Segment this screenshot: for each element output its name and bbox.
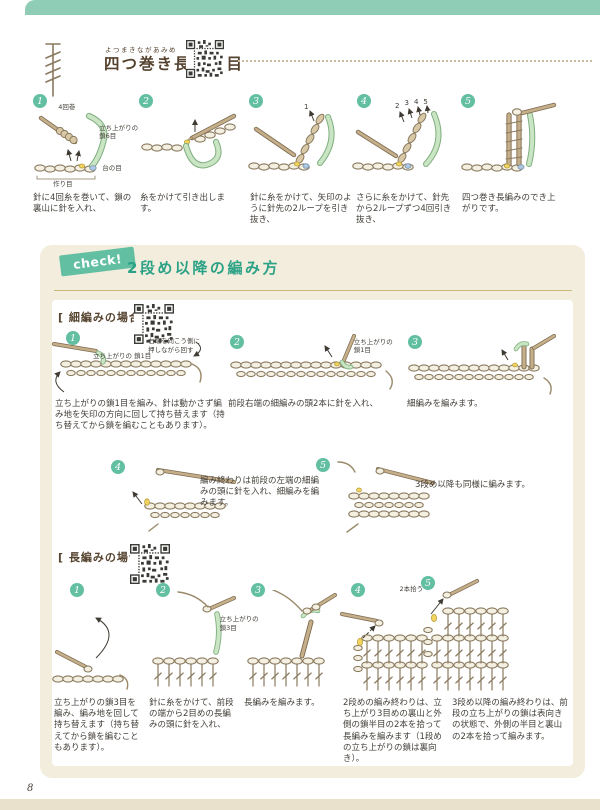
step-badge: 2 [156,583,170,597]
step-figure: 右端を向こう側に押しながら回す 立ち上がりの 鎖1目 [50,336,222,396]
step-caption: 細編みを編みます。 [407,399,483,409]
step-figure [140,110,240,188]
crochet-step-illustration [337,461,435,533]
figure-label: 右端を向こう側に押しながら回す [148,337,201,354]
step-badge: 1 [33,94,47,108]
step-figure [243,589,339,696]
step-figure [50,594,138,694]
step-badge: 5 [316,458,330,472]
step-badge: 4 [357,94,371,108]
step-caption: 長編みを編みます。 [244,698,320,708]
page-number: 8 [27,783,34,794]
step-figure: 1 [248,103,348,187]
step-caption: 糸をかけて引き出します。 [140,193,226,215]
crochet-step-illustration [34,112,108,180]
step-caption: 針に4回糸を巻いて、鎖の裏山に針を入れ、 [33,193,132,215]
step-caption: 針に糸をかけて、前段の端から2目めの長編みの頭に針を入れ、 [149,698,234,731]
qr-code-icon [186,40,224,78]
step-caption: 3段め以降も同様に編みます。 [415,480,531,490]
arrow-number-label: 4 [413,98,419,106]
step-caption: 立ち上がりの鎖3目を編み、編み地を回して持ち替えます（持ち替えてから鎖を編むこと… [54,698,140,753]
figure-label: 立ち上がりの鎖3目 [219,615,259,632]
crochet-step-illustration [423,579,509,691]
step-badge: 4 [351,583,365,597]
figure-label: 台の目 [102,164,122,173]
step-badge: 1 [66,331,80,345]
step-badge: 5 [421,576,435,590]
dotted-divider [238,60,592,62]
step-badge: 2 [139,94,153,108]
section-heading-sc: [ 細編みの場合 ] [58,311,152,324]
step-figure [404,334,564,396]
check-panel-title: 2段め以降の編み方 [127,259,280,277]
figure-label: 立ち上がりの鎖1目 [353,337,393,355]
step-figure: 立ち上がりの鎖1目 [226,334,406,396]
step-figure: 2本拾う [397,578,523,696]
crochet-step-illustration [352,105,442,171]
crochet-step-illustration [408,334,556,395]
step-badge: 3 [408,335,422,349]
quadruple-treble-stitch-symbol-icon [45,43,61,97]
step-figure [460,100,560,188]
crochet-step-illustration [152,591,236,687]
title-furigana: よつまきながあみめ [105,46,177,54]
step-caption: さらに糸をかけて、針先から2ループずつ4回引き抜き、 [356,193,452,226]
step-figure: 2 3 4 5 [352,98,457,188]
step-figure [339,590,439,696]
step-caption: 針に糸をかけて、矢印のように針先の2ループを引き抜き、 [250,193,352,226]
panel-divider [54,290,572,291]
step-badge: 5 [461,94,475,108]
figure-label: 立ち上がりの 鎖1目 [93,352,152,361]
arrow-number-label: 3 [404,98,409,107]
figure-label: 作り目 [52,179,73,188]
section-heading-dc: [ 長編みの場合 ] [58,551,152,564]
step-figure [128,462,240,532]
crochet-step-illustration [461,102,557,172]
crochet-step-illustration [52,341,202,393]
step-caption: 前段右端の細編みの頭2本に針を入れ、 [228,399,378,409]
figure-label: 2本拾う [399,585,424,594]
figure-label: 4回巻 [58,103,76,111]
crochet-step-illustration [230,334,393,390]
figure-label: 立ち上がりの鎖6目 [99,123,139,141]
crochet-step-illustration [132,468,236,532]
step-badge: 3 [249,94,263,108]
step-badge: 4 [111,460,125,474]
arrow-number-label: 5 [423,98,428,106]
step-caption: 立ち上がりの鎖1目を編み、針は動かさず編み地を矢印の方向に回して持ち替えます（持… [55,399,225,432]
top-accent-band [25,0,600,15]
crochet-step-illustration [248,110,335,171]
step-badge: 2 [230,335,244,349]
step-figure: 4回巻 立ち上がりの鎖6目 台の目 作り目 [33,103,138,189]
step-badge: 3 [251,583,265,597]
step-caption: 編み終わりは前段の左端の細編みの頭に針を入れ、細編みを編みます。 [200,476,320,509]
crochet-step-illustration [141,113,237,169]
step-caption: 3段め以降の編み終わりは、前段の立ち上がりの鎖は表向きの状態で、外側の半目と裏山… [452,698,568,742]
step-figure [332,460,437,534]
qr-code-icon [130,544,170,584]
step-caption: 2段めの編み終わりは、立ち上がり3目めの裏山と外側の鎖半目の2本を拾って長編みを… [343,698,442,765]
step-caption: 四つ巻き長編みのでき上がりです。 [462,193,556,215]
crochet-step-illustration [340,612,428,691]
step-badge: 1 [70,583,84,597]
arrow-number-label: 1 [304,103,309,111]
crochet-step-illustration [52,617,129,690]
crochet-step-illustration [247,589,337,687]
arrow-number-label: 2 [395,101,400,110]
bottom-page-edge [0,799,600,810]
step-figure: 立ち上がりの鎖3目 [146,590,259,696]
